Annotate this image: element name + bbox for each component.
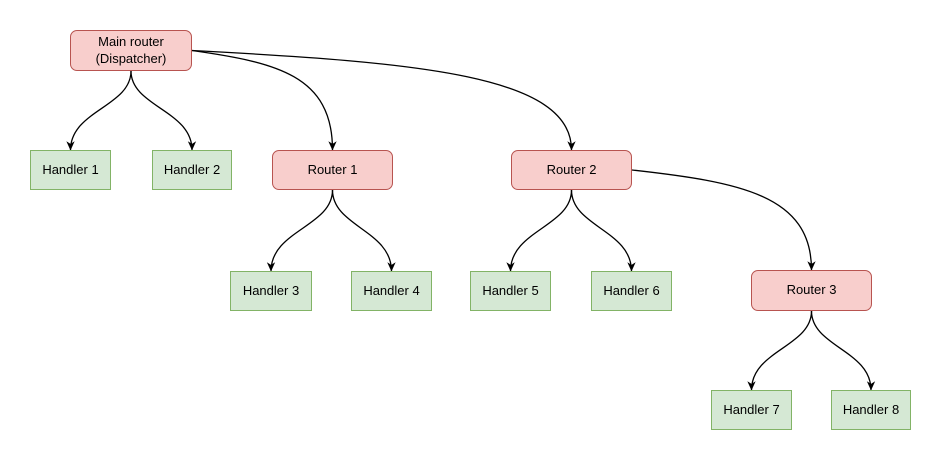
node-handler-3: Handler 3 xyxy=(230,271,312,311)
node-handler-6: Handler 6 xyxy=(591,271,672,311)
edge-main-router-to-handler-1 xyxy=(66,70,132,151)
node-label-router-3: Router 3 xyxy=(786,282,837,298)
node-label-handler-8: Handler 8 xyxy=(842,401,900,417)
edge-router-1-to-handler-4 xyxy=(331,189,396,272)
edge-main-router-to-router-2 xyxy=(191,49,576,151)
edge-router-3-to-handler-8 xyxy=(810,310,876,391)
node-label-handler-4: Handler 4 xyxy=(363,282,420,298)
node-handler-7: Handler 7 xyxy=(711,390,792,430)
node-label-handler-3: Handler 3 xyxy=(242,282,300,298)
node-handler-4: Handler 4 xyxy=(351,271,432,311)
edge-router-2-to-router-3 xyxy=(631,169,816,271)
node-handler-8: Handler 8 xyxy=(831,390,911,430)
node-handler-2: Handler 2 xyxy=(152,150,232,190)
node-label-router-1: Router 1 xyxy=(307,161,358,177)
node-label-handler-1: Handler 1 xyxy=(42,161,99,177)
node-label-handler-6: Handler 6 xyxy=(603,282,660,298)
edge-router-1-to-handler-3 xyxy=(266,189,334,272)
node-handler-1: Handler 1 xyxy=(30,150,111,190)
edge-router-2-to-handler-5 xyxy=(506,189,573,272)
edge-main-router-to-handler-2 xyxy=(130,70,197,151)
node-label-handler-7: Handler 7 xyxy=(723,401,780,417)
node-router-2: Router 2 xyxy=(511,150,632,190)
node-router-1: Router 1 xyxy=(272,150,393,190)
edge-router-3-to-handler-7 xyxy=(747,310,813,391)
edge-router-2-to-handler-6 xyxy=(570,189,636,272)
node-label-handler-5: Handler 5 xyxy=(482,282,539,298)
node-main-router: Main router (Dispatcher) xyxy=(70,30,192,71)
edge-main-router-to-router-1 xyxy=(191,49,337,151)
node-label-router-2: Router 2 xyxy=(546,161,597,177)
node-label-handler-2: Handler 2 xyxy=(163,161,221,177)
node-label-main-router: Main router (Dispatcher) xyxy=(95,34,167,66)
node-router-3: Router 3 xyxy=(751,270,872,311)
node-handler-5: Handler 5 xyxy=(470,271,551,311)
